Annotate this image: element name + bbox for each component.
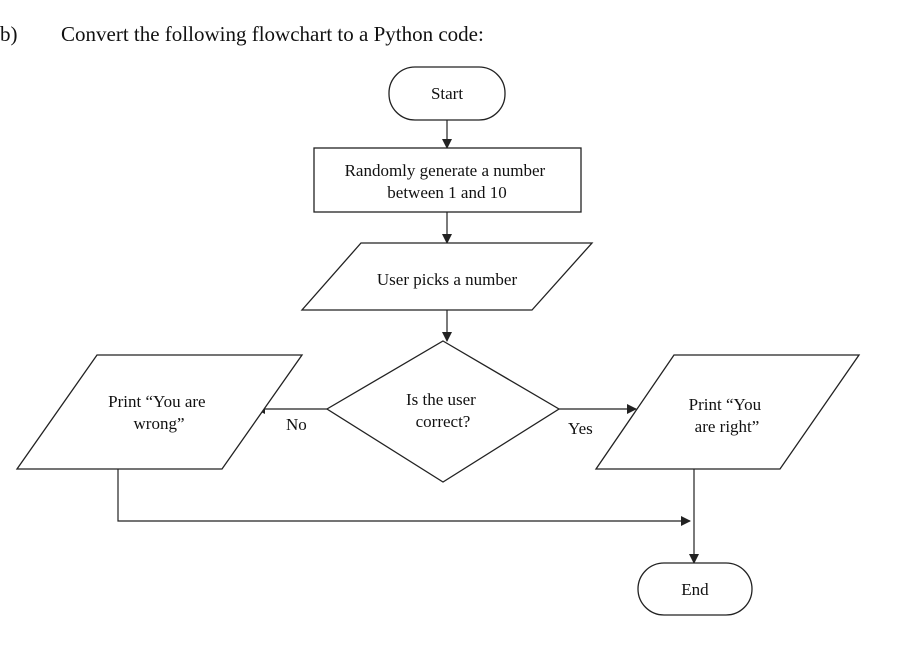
generate-label-line-1: Randomly generate a number bbox=[345, 161, 546, 180]
wrong-output-line-1: Print “You are bbox=[108, 392, 205, 411]
decision-label-line-1: Is the user bbox=[406, 390, 476, 409]
wrong-output-parallelogram bbox=[15, 354, 304, 470]
wrong-output-line-2: wrong” bbox=[134, 414, 185, 433]
input-parallelogram bbox=[300, 242, 594, 311]
right-output-line-1: Print “You bbox=[689, 395, 762, 414]
right-output-parallelogram bbox=[594, 354, 861, 470]
decision-label-line-2: correct? bbox=[416, 412, 471, 431]
no-label: No bbox=[286, 415, 307, 434]
decision-diamond bbox=[325, 340, 561, 483]
start-label: Start bbox=[431, 84, 463, 103]
end-label: End bbox=[681, 580, 709, 599]
generate-label: Randomly generate a number between 1 and… bbox=[345, 161, 550, 202]
right-output-label: Print “You are right” bbox=[689, 395, 766, 436]
generate-label-line-2: between 1 and 10 bbox=[387, 183, 506, 202]
decision-label: Is the user correct? bbox=[406, 390, 480, 431]
yes-label: Yes bbox=[568, 419, 593, 438]
right-output-line-2: are right” bbox=[695, 417, 760, 436]
generate-process-box bbox=[313, 147, 582, 213]
wrong-output-label: Print “You are wrong” bbox=[108, 392, 210, 433]
input-label: User picks a number bbox=[377, 270, 518, 289]
connector-wrong-to-merge bbox=[117, 469, 691, 526]
question-text: Convert the following flowchart to a Pyt… bbox=[61, 22, 484, 46]
question-label: b) bbox=[0, 22, 18, 46]
end-terminator bbox=[637, 562, 753, 616]
